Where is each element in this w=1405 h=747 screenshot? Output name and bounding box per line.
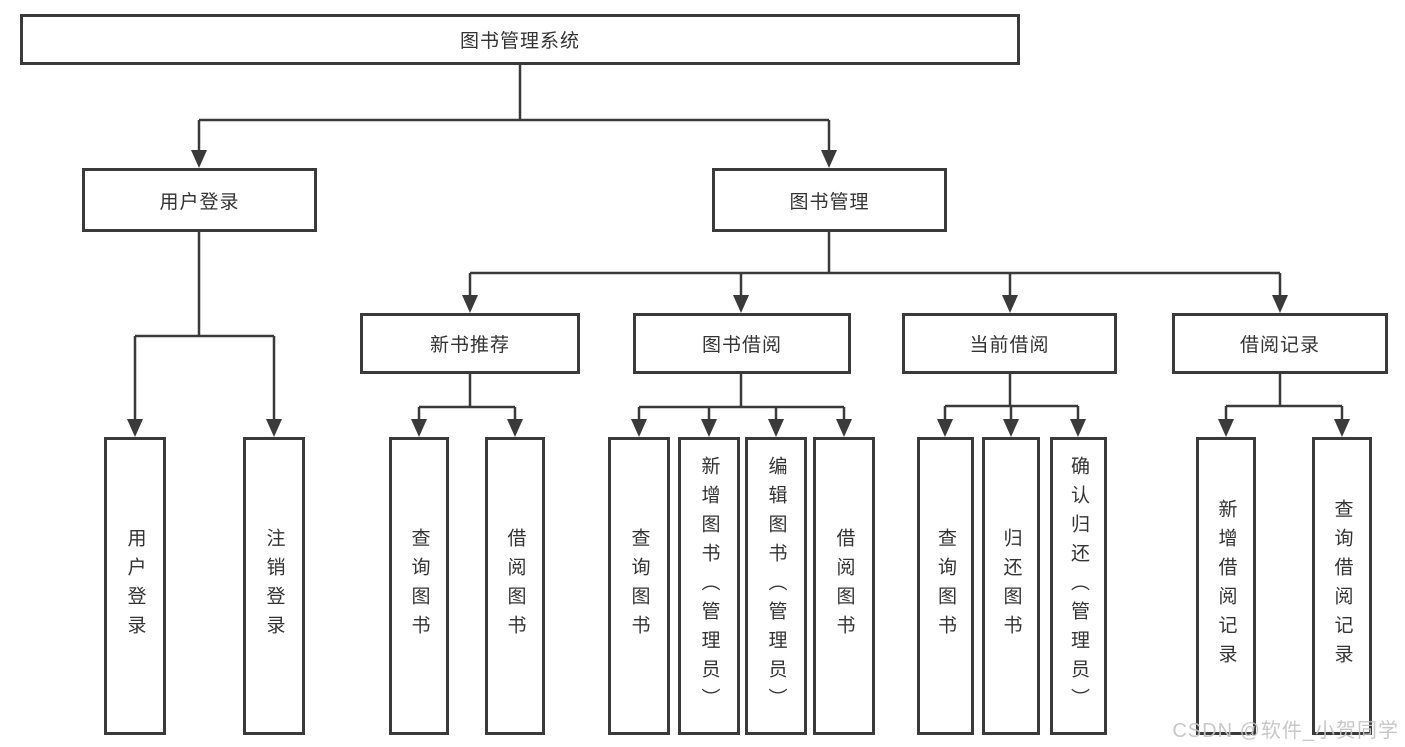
leaf-add-books-admin: 新增图书（管理员） [678,437,740,735]
node-current-borrowing: 当前借阅 [902,313,1117,374]
leaf-query-books-current: 查询图书 [917,437,974,735]
leaf-add-borrow-record: 新增借阅记录 [1196,437,1256,735]
leaf-logout: 注销登录 [243,437,305,735]
node-borrowing-records: 借阅记录 [1172,313,1388,374]
leaf-query-books-borrowing: 查询图书 [608,437,670,735]
leaf-query-books-recommend: 查询图书 [389,437,449,735]
node-library-management-system: 图书管理系统 [20,14,1020,65]
leaf-return-books: 归还图书 [982,437,1040,735]
node-book-borrowing: 图书借阅 [633,313,851,374]
csdn-watermark: CSDN @软件_小贺同学 [1172,720,1399,742]
leaf-user-login: 用户登录 [104,437,166,735]
leaf-borrow-books: 借阅图书 [813,437,875,735]
leaf-edit-books-admin: 编辑图书（管理员） [745,437,807,735]
node-user-login: 用户登录 [82,168,317,232]
node-book-management: 图书管理 [712,168,947,232]
leaf-query-borrow-record: 查询借阅记录 [1312,437,1372,735]
node-new-book-recommend: 新书推荐 [360,313,580,374]
leaf-borrow-books-recommend: 借阅图书 [485,437,545,735]
leaf-confirm-return-admin: 确认归还（管理员） [1050,437,1107,735]
